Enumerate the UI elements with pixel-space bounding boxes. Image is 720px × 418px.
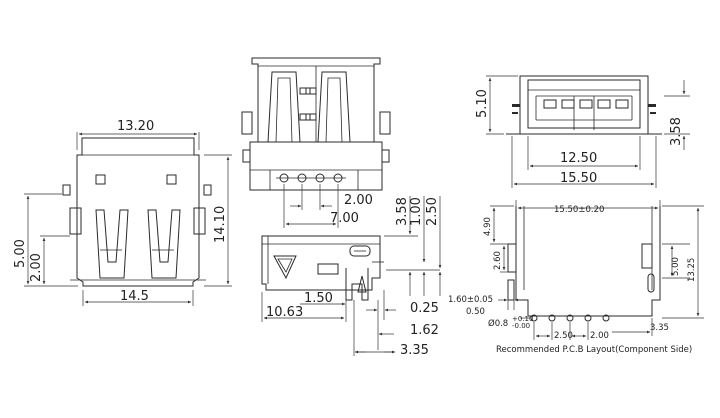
dim-2-00-pcb: 2.00: [590, 331, 609, 341]
dim-3-58-end: 3.58: [669, 117, 684, 146]
dim-5-00-pcb: 5.00: [671, 257, 681, 276]
side-view: 10.63 1.50 0.25 1.62 3.35 3.58 1.00 2.50: [261, 196, 442, 358]
dim-3-58-side: 3.58: [395, 197, 410, 226]
dim-15-50-tol: 15.50±0.20: [554, 205, 604, 215]
dim-14-5: 14.5: [120, 289, 149, 304]
top-view: 2.00 7.00: [241, 57, 391, 228]
dim-1-62: 1.62: [410, 323, 439, 338]
dim-14-10: 14.10: [213, 206, 228, 243]
dim-3-35-pcb: 3.35: [650, 323, 669, 333]
dim-1-60-tol: 1.60±0.05: [448, 295, 493, 305]
dim-1-50: 1.50: [304, 291, 333, 306]
end-view: 5.10 3.58 12.50 15.50: [475, 75, 690, 188]
dim-hole: Ø0.8: [488, 318, 508, 329]
dim-2-00: 2.00: [29, 253, 44, 282]
dim-12-50: 12.50: [560, 151, 597, 166]
front-view: 13.20 14.5 14.10 5.00 2.00: [13, 119, 232, 306]
dim-5-00: 5.00: [13, 239, 28, 268]
dim-4-90: 4.90: [483, 217, 493, 236]
dim-0-25: 0.25: [410, 301, 439, 316]
dim-2-50-pcb: 2.50: [554, 331, 573, 341]
dim-0-50: 0.50: [466, 307, 485, 317]
dim-13-25: 13.25: [687, 258, 697, 282]
dim-3-35-side: 3.35: [400, 343, 429, 358]
dim-5-10: 5.10: [475, 89, 490, 118]
dim-hole-tol-minus: -0.00: [512, 322, 530, 330]
dim-2-00-pitch: 2.00: [344, 193, 373, 208]
dim-2-60: 2.60: [493, 251, 503, 270]
dim-hole-tol-plus: +0.10: [512, 315, 533, 323]
dim-1-00: 1.00: [409, 197, 424, 226]
pcb-layout: 15.50±0.20 4.90 2.60 5.00 13.25 1.60±0.0…: [448, 200, 704, 355]
dim-15-50: 15.50: [560, 171, 597, 186]
dim-7-00: 7.00: [330, 211, 359, 226]
dim-2-50-side: 2.50: [425, 197, 440, 226]
dim-13-20: 13.20: [117, 119, 154, 134]
dim-10-63: 10.63: [266, 305, 303, 320]
pcb-caption: Recommended P.C.B Layout(Component Side): [496, 345, 692, 355]
